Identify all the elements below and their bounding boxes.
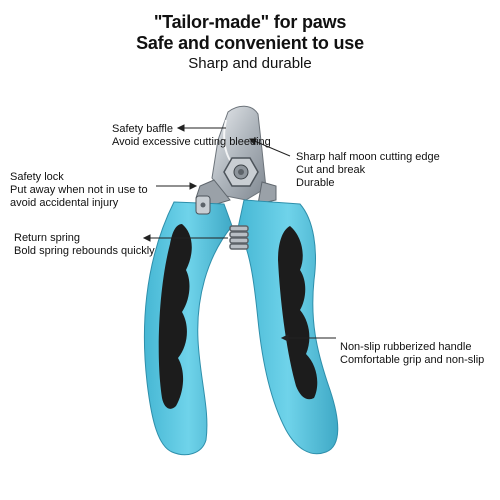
callout-cutting-edge: Sharp half moon cutting edge Cut and bre… xyxy=(296,151,440,190)
callout-safety-baffle: Safety baffle Avoid excessive cutting bl… xyxy=(112,123,271,149)
callout-return-spring: Return spring Bold spring rebounds quick… xyxy=(14,232,155,258)
callout-handle: Non-slip rubberized handle Comfortable g… xyxy=(340,341,484,367)
pivot-nut xyxy=(223,157,259,187)
callout-return-spring-title: Return spring xyxy=(14,232,81,244)
callout-safety-lock-desc1: Put away when not in use to xyxy=(10,184,148,196)
headline-primary: "Tailor-made" for paws xyxy=(153,12,347,32)
callout-cutting-edge-desc2: Durable xyxy=(296,177,335,189)
callout-handle-desc: Comfortable grip and non-slip xyxy=(340,354,485,366)
headline-tagline: Sharp and durable xyxy=(188,55,312,72)
left-grip xyxy=(158,224,192,409)
callout-cutting-edge-desc1: Cut and break xyxy=(296,164,366,176)
callout-safety-lock: Safety lock Put away when not in use to … xyxy=(10,171,148,210)
callout-safety-baffle-title: Safety baffle xyxy=(112,123,173,135)
callout-handle-title: Non-slip rubberized handle xyxy=(340,341,472,353)
right-grip xyxy=(278,226,318,400)
callout-safety-lock-title: Safety lock xyxy=(10,171,64,183)
return-spring xyxy=(229,225,249,250)
steel-blades xyxy=(195,105,277,207)
safety-lock-tab xyxy=(195,195,211,215)
callout-arrows xyxy=(142,124,336,342)
headline-secondary: Safe and convenient to use xyxy=(136,33,364,53)
callout-cutting-edge-title: Sharp half moon cutting edge xyxy=(296,151,440,163)
callout-return-spring-desc: Bold spring rebounds quickly xyxy=(14,245,155,257)
callout-safety-baffle-desc: Avoid excessive cutting bleeding xyxy=(112,136,271,148)
callout-safety-lock-desc2: avoid accidental injury xyxy=(10,197,119,209)
